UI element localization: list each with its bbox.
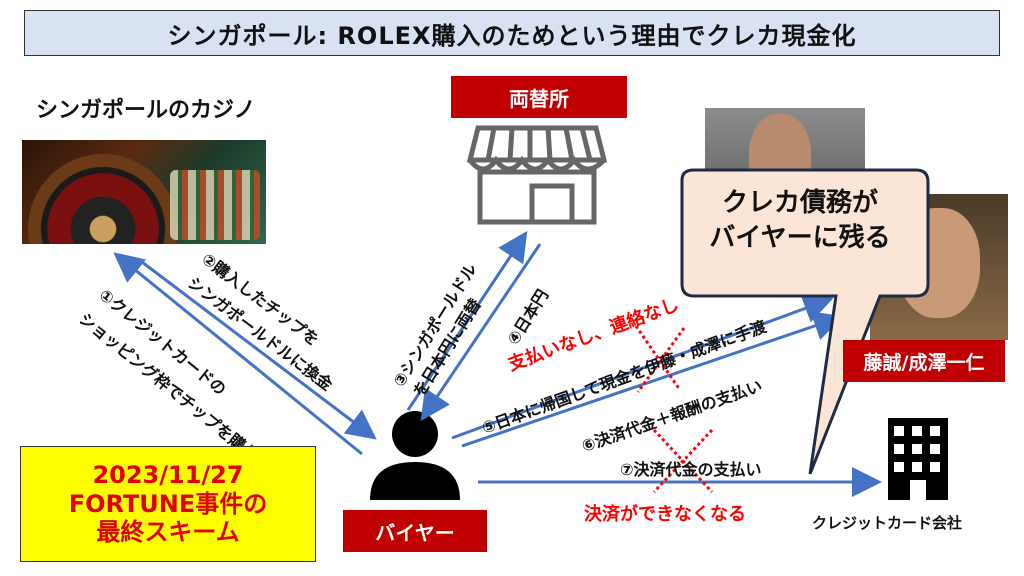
callout-line1: クレカ債務が bbox=[721, 188, 878, 218]
callout-bubble bbox=[680, 168, 930, 475]
names-label: 藤誠/成澤一仁 bbox=[843, 340, 1005, 382]
arrow-step6 bbox=[461, 311, 844, 448]
title-banner: シンガポール: ROLEX購入のためという理由でクレカ現金化 bbox=[24, 10, 1000, 56]
card-company-label: クレジットカード会社 bbox=[812, 514, 963, 532]
callout-line2: バイヤーに残る bbox=[709, 223, 891, 254]
casino-label: シンガポールのカジノ bbox=[36, 98, 256, 123]
cross-marks bbox=[634, 325, 714, 494]
arrow-step3 bbox=[406, 231, 528, 411]
arrow-step4 bbox=[420, 243, 542, 421]
names-label-text: 藤誠/成澤一仁 bbox=[863, 351, 985, 374]
page-title: シンガポール: ROLEX購入のためという理由でクレカ現金化 bbox=[167, 21, 857, 50]
arrow-step5 bbox=[451, 294, 834, 440]
roulette-photo bbox=[22, 140, 266, 244]
arrow-step2 bbox=[141, 260, 377, 440]
callout-text: クレカ債務が バイヤーに残る bbox=[678, 186, 922, 256]
step7-label: ⑦決済代金の支払い bbox=[620, 460, 762, 479]
exchange-label-text: 両替所 bbox=[509, 86, 569, 111]
person-icon bbox=[370, 411, 460, 500]
buyer-label: バイヤー bbox=[343, 510, 487, 552]
event-box: 2023/11/27 FORTUNE事件の 最終スキーム bbox=[20, 446, 316, 562]
chip-stacks bbox=[170, 170, 260, 240]
exchange-label: 両替所 bbox=[451, 76, 627, 118]
event-date: 2023/11/27 bbox=[92, 460, 244, 489]
no-settlement-note: 決済ができなくなる bbox=[584, 504, 746, 525]
event-scheme: 最終スキーム bbox=[96, 518, 240, 547]
building-icon bbox=[888, 418, 948, 500]
store-icon bbox=[466, 125, 608, 225]
buyer-label-text: バイヤー bbox=[375, 520, 455, 545]
event-name: FORTUNE事件の bbox=[68, 489, 268, 518]
arrow-step1 bbox=[113, 252, 363, 456]
